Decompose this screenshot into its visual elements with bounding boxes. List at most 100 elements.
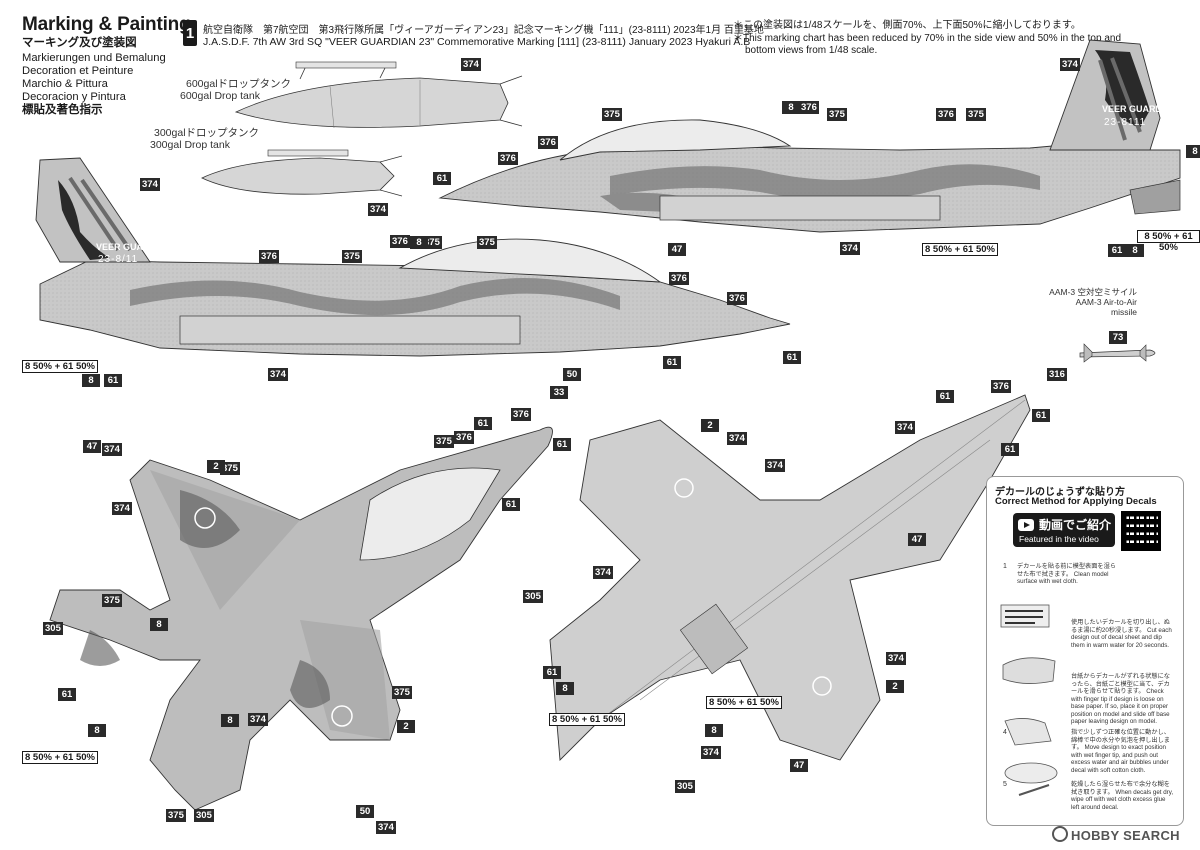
callout-375: 375 [342, 250, 362, 263]
drop-tank-600gal [234, 61, 523, 129]
callout-50: 50 [563, 368, 581, 381]
callout-61: 61 [663, 356, 681, 369]
callout-61: 61 [502, 498, 520, 511]
callout-375: 375 [392, 686, 412, 699]
scheme-title-jp: 航空自衛隊 第7航空団 第3飛行隊所属「ヴィーアガーディアン23」記念マーキング… [203, 25, 764, 36]
callout-47: 47 [83, 440, 101, 453]
callout-color-mix: 8 50% + 61 50% [22, 360, 98, 373]
drop-tank-300gal [201, 149, 403, 197]
callout-8: 8 [150, 618, 168, 631]
callout-374: 374 [727, 432, 747, 445]
side-view-left: VEER GUARDIAN 23-8/11 [35, 157, 791, 357]
callout-8: 8 [1186, 145, 1200, 158]
callout-376: 376 [936, 108, 956, 121]
page-title: Marking & Painting [22, 14, 191, 35]
callout-374: 374 [895, 421, 915, 434]
callout-374: 374 [248, 713, 268, 726]
qr-code-icon[interactable] [1121, 511, 1161, 551]
hobby-search-logo-icon [1052, 826, 1068, 842]
title-line-es: Decoracion y Pintura [22, 91, 126, 103]
callout-61: 61 [783, 351, 801, 364]
callout-color-mix: 8 50% + 61 50% [706, 696, 782, 709]
missile-label: AAM-3 空対空ミサイル AAM-3 Air-to-Air missile [1049, 287, 1137, 317]
decal-step-text: 指で少しずつ正確な位置に動かし、綿棒で中の水分や気泡を押し出します。 Move … [1071, 729, 1170, 774]
callout-374: 374 [368, 203, 388, 216]
callout-2: 2 [886, 680, 904, 693]
callout-376: 376 [799, 101, 819, 114]
callout-376: 376 [511, 408, 531, 421]
callout-374: 374 [765, 459, 785, 472]
callout-305: 305 [523, 590, 543, 603]
video-link-button[interactable]: 動画でご紹介 Featured in the video [1013, 513, 1115, 547]
tail-text-right: VEER GUARDIAN [1102, 104, 1178, 114]
tank-300-label-en: 300gal Drop tank [150, 139, 230, 151]
tank-600-label-jp: 600galドロップタンク [186, 78, 292, 90]
callout-374: 374 [268, 368, 288, 381]
callout-376: 376 [498, 152, 518, 165]
callout-305: 305 [43, 622, 63, 635]
callout-375: 375 [102, 594, 122, 607]
decal-guide-title-jp: デカールのじょうずな貼り方 [995, 487, 1125, 498]
callout-color-mix: 8 50% + 61 50% [549, 713, 625, 726]
title-line-it: Marchio & Pittura [22, 78, 108, 90]
callout-374: 374 [593, 566, 613, 579]
callout-47: 47 [668, 243, 686, 256]
callout-374: 374 [112, 502, 132, 515]
callout-61: 61 [58, 688, 76, 701]
title-line-cn: 標貼及著色指示 [22, 104, 103, 116]
play-icon [1018, 519, 1034, 531]
scheme-title-en: J.A.S.D.F. 7th AW 3rd SQ "VEER GUARDIAN … [203, 36, 751, 48]
title-line-jp: マーキング及び塗装図 [22, 37, 137, 49]
callout-376: 376 [727, 292, 747, 305]
callout-61: 61 [936, 390, 954, 403]
callout-2: 2 [207, 460, 225, 473]
hobby-search-watermark: HOBBY SEARCH [1052, 826, 1180, 843]
side-view-right: VEER GUARDIAN 23-8111 [438, 39, 1181, 233]
callout-305: 305 [675, 780, 695, 793]
video-label-jp: 動画でご紹介 [1039, 518, 1112, 532]
title-line-fr: Decoration et Peinture [22, 65, 134, 77]
callout-374: 374 [886, 652, 906, 665]
callout-376: 376 [538, 136, 558, 149]
tank-300-label-jp: 300galドロップタンク [154, 127, 260, 139]
callout-61: 61 [1001, 443, 1019, 456]
callout-374: 374 [701, 746, 721, 759]
decal-step-number: 4 [1003, 729, 1007, 736]
decal-step-number: 5 [1003, 781, 1007, 788]
tail-text-left: VEER GUARDIAN [96, 242, 172, 252]
missile-label-en: AAM-3 Air-to-Air missile [1075, 297, 1137, 317]
callout-316: 316 [1047, 368, 1067, 381]
callout-374: 374 [461, 58, 481, 71]
scale-note-en-1: ＊This marking chart has been reduced by … [733, 33, 1122, 44]
tank-600-label-en: 600gal Drop tank [180, 90, 260, 102]
top-view [49, 426, 553, 811]
callout-47: 47 [790, 759, 808, 772]
bottom-view [549, 394, 1031, 762]
callout-50: 50 [356, 805, 374, 818]
callout-376: 376 [991, 380, 1011, 393]
callout-375: 375 [166, 809, 186, 822]
callout-8: 8 [410, 236, 428, 249]
decal-step-text: 使用したいデカールを切り出し、ぬるま湯に約20秒浸します。 Cut each d… [1071, 619, 1172, 649]
callout-376: 376 [259, 250, 279, 263]
serial-right: 23-8111 [1104, 117, 1146, 128]
callout-374: 374 [376, 821, 396, 834]
callout-305: 305 [194, 809, 214, 822]
callout-color-mix: 8 50% + 61 50% [1137, 230, 1200, 253]
callout-2: 2 [397, 720, 415, 733]
callout-61: 61 [553, 438, 571, 451]
callout-61: 61 [104, 374, 122, 387]
video-label-en: Featured in the video [1019, 534, 1099, 544]
callout-61: 61 [1032, 409, 1050, 422]
callout-374: 374 [840, 242, 860, 255]
callout-8: 8 [88, 724, 106, 737]
scale-note-en-2: bottom views from 1/48 scale. [745, 45, 878, 56]
decal-step-text: デカールを貼る前に模型表面を湿らせた布で拭きます。 Clean model su… [1017, 563, 1116, 585]
callout-375: 375 [434, 435, 454, 448]
callout-61: 61 [543, 666, 561, 679]
aam3-missile [1079, 343, 1156, 363]
decal-step-text: 台紙からデカールがずれる状態になったら、台紙ごと模型に当て、デカールを滑らせて貼… [1071, 673, 1170, 725]
missile-label-jp: AAM-3 空対空ミサイル [1049, 287, 1137, 297]
callout-375: 375 [602, 108, 622, 121]
